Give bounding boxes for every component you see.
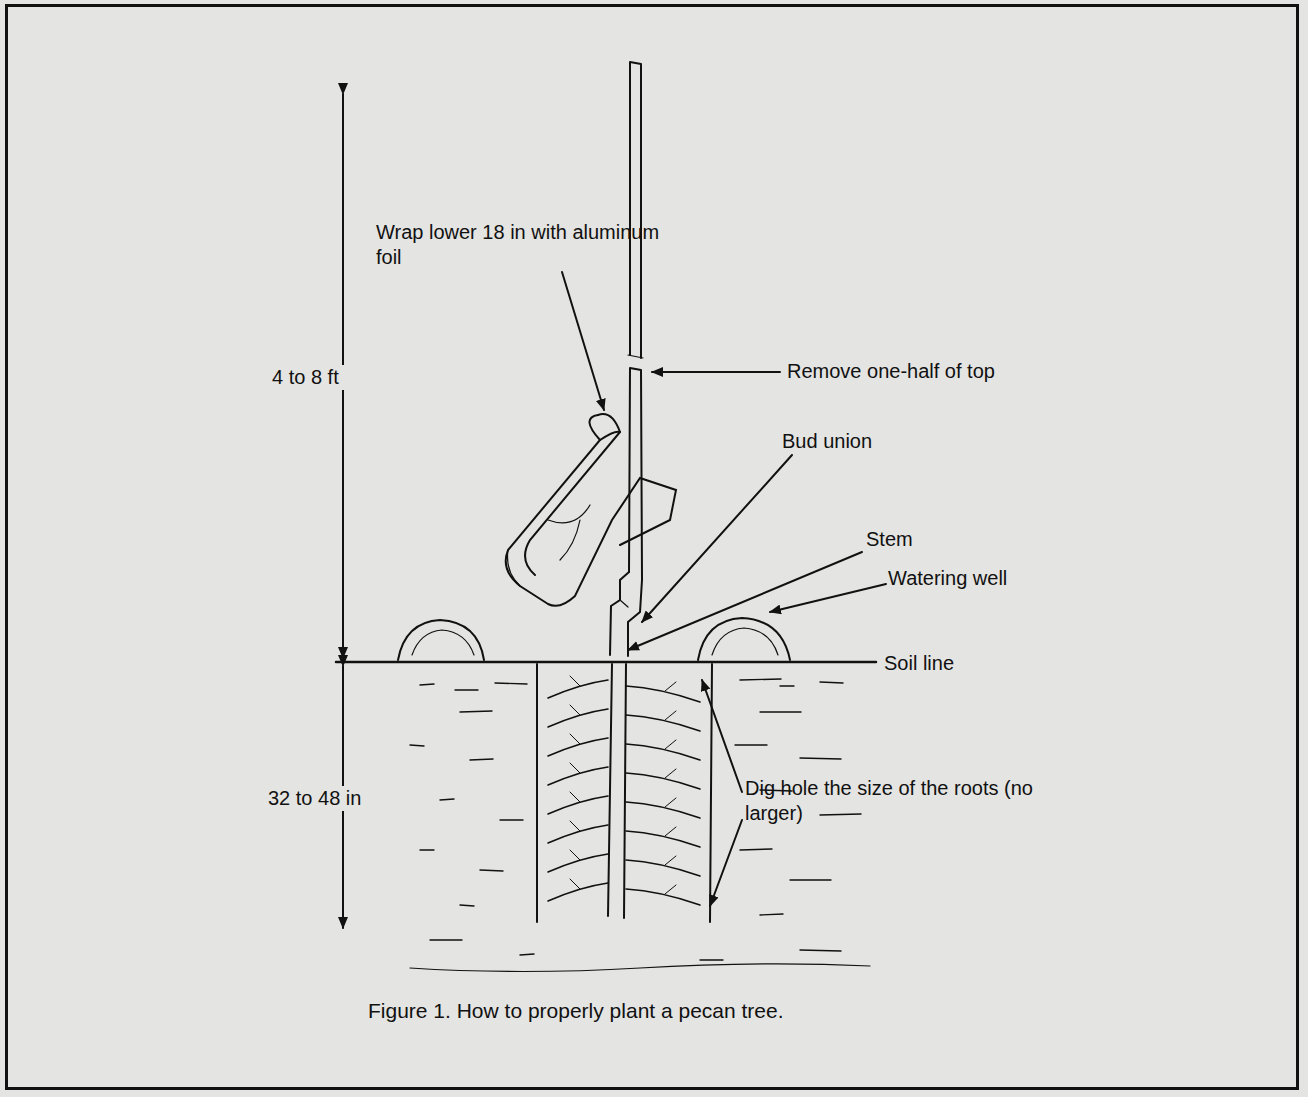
root [548, 883, 608, 901]
soil-texture [790, 879, 831, 880]
soil-texture [820, 814, 861, 815]
soil-texture [455, 689, 478, 690]
soil-texture [740, 849, 772, 850]
root [570, 763, 580, 773]
root [665, 885, 676, 894]
figure-caption: Figure 1. How to properly plant a pecan … [368, 998, 784, 1024]
root [626, 744, 700, 760]
soil-texture [780, 685, 794, 686]
root [626, 802, 700, 818]
root [665, 711, 676, 720]
root [665, 740, 676, 749]
root [626, 860, 700, 876]
root [570, 705, 580, 715]
soil-texture [480, 870, 503, 871]
root [548, 738, 608, 756]
callout-label: Stem [866, 527, 966, 552]
soil-texture [470, 759, 493, 760]
soil-texture [735, 744, 767, 745]
root [570, 879, 580, 889]
soil-texture [410, 745, 424, 746]
root [626, 831, 700, 847]
callout-label: Soil line [884, 651, 1034, 676]
soil-texture [420, 684, 434, 685]
root [548, 854, 608, 872]
root [570, 821, 580, 831]
root [626, 686, 700, 702]
soil-texture [495, 683, 527, 684]
root [548, 680, 608, 698]
root [665, 798, 676, 807]
root [570, 734, 580, 744]
root [570, 850, 580, 860]
figure-border [5, 4, 1299, 1090]
root [548, 767, 608, 785]
callout-label: Watering well [888, 566, 1088, 591]
soil-texture [440, 799, 454, 800]
root [626, 773, 700, 789]
callout-label: Bud union [782, 429, 932, 454]
callout-label: Wrap lower 18 in with aluminum foil [376, 220, 666, 270]
soil-texture [460, 711, 492, 712]
root [570, 676, 580, 686]
root [626, 889, 700, 905]
soil-texture [420, 849, 434, 850]
soil-texture [760, 711, 801, 712]
soil-texture [800, 758, 841, 759]
callout-label: Remove one-half of top [787, 359, 1087, 384]
soil-texture [740, 679, 781, 680]
soil-texture [460, 905, 474, 906]
dimension-label: 4 to 8 ft [272, 365, 382, 390]
root [626, 715, 700, 731]
root [665, 769, 676, 778]
soil-texture [820, 682, 843, 683]
root [665, 856, 676, 865]
soil-texture [760, 914, 783, 915]
root [548, 709, 608, 727]
root [665, 682, 676, 691]
soil-texture [430, 939, 462, 940]
root [548, 796, 608, 814]
root [665, 827, 676, 836]
root [570, 792, 580, 802]
soil-texture [520, 954, 534, 955]
dimension-label: 32 to 48 in [268, 786, 408, 811]
soil-texture [500, 819, 523, 820]
soil-texture [800, 950, 841, 951]
root [548, 825, 608, 843]
callout-label: Dig hole the size of the roots (no large… [745, 776, 1085, 826]
soil-texture [700, 959, 723, 960]
